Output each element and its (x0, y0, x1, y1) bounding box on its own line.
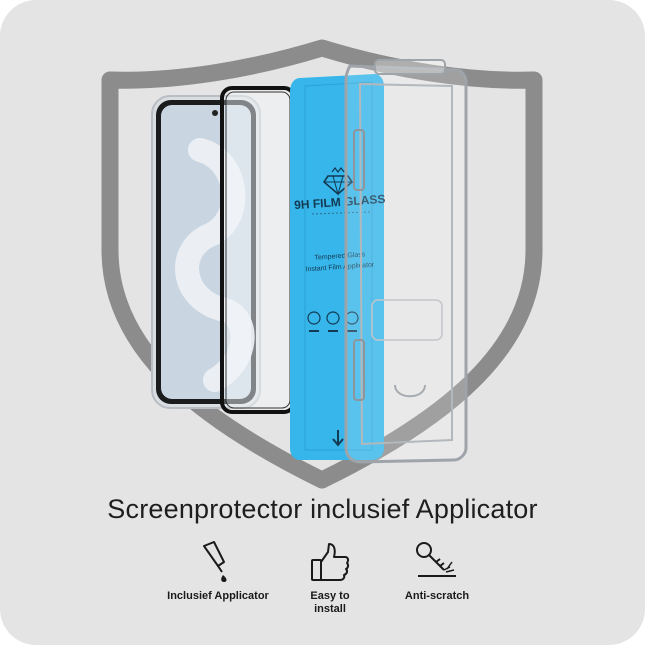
product-illustration: 9H FILM GLASS Tempered Glass Instant Fil… (101, 39, 543, 489)
feature-label: Easy to install (310, 590, 350, 615)
film-line1-text: Tempered Glass (314, 251, 366, 262)
feature-inclusief-applicator: Inclusief Applicator (143, 540, 293, 603)
feature-easy-to-install: Easy to install (255, 540, 405, 616)
glue-drop-icon (203, 541, 227, 582)
thumbs-up-icon (311, 543, 350, 581)
film-line2-text: Instant Film Applicator (305, 262, 375, 274)
applicator-frame-image (344, 59, 468, 464)
tempered-glass-image (220, 86, 296, 414)
headline: Screenprotector inclusief Applicator (107, 494, 538, 524)
feature-label: Anti-scratch (404, 590, 470, 602)
shield-icon (101, 39, 543, 489)
feature-anti-scratch: Anti-scratch (362, 540, 512, 603)
phone-image (151, 95, 261, 409)
film-brand-text: 9H FILM GLASS (294, 192, 386, 212)
key-scratch-icon (416, 542, 456, 577)
feature-label: Inclusief Applicator (167, 590, 269, 602)
